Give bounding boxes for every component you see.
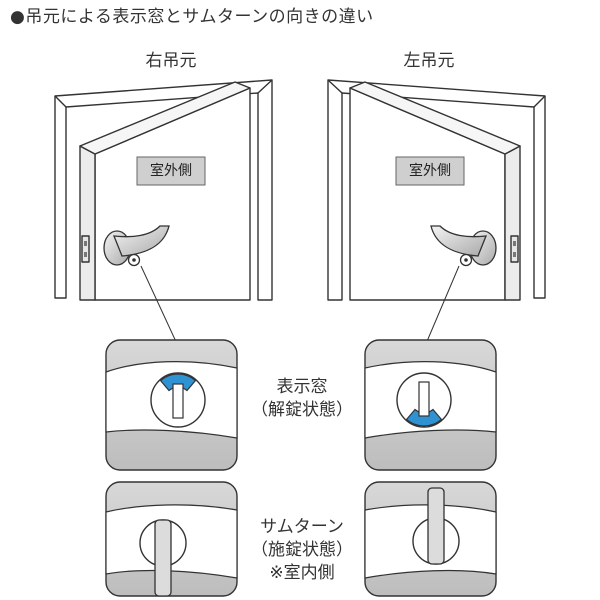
left-thumbturn-tile — [364, 481, 497, 597]
right-indicator-tile — [105, 339, 238, 471]
right-outdoor-plate-label: 室外側 — [150, 163, 192, 179]
left-indicator-tile — [364, 339, 497, 471]
indicator-state: （解錠状態） — [251, 400, 353, 420]
right-thumbturn-tile — [105, 481, 238, 597]
left-outdoor-plate — [395, 156, 465, 186]
thumbturn-row-label: サムターン （施錠状態） ※室内側 — [242, 516, 362, 585]
right-door-handle — [103, 225, 170, 267]
thumbturn-side-note: ※室内側 — [269, 563, 335, 583]
right-outdoor-plate — [136, 156, 206, 186]
left-hinge-door — [327, 79, 546, 301]
left-hinge-label: 左吊元 — [403, 51, 455, 71]
thumbturn-state: （施錠状態） — [251, 540, 353, 560]
right-hinge-door — [54, 79, 273, 301]
thumbturn-title: サムターン — [260, 517, 344, 537]
left-leader-line — [424, 265, 460, 347]
right-hinge-label: 右吊元 — [145, 51, 197, 71]
page-title: ●吊元による表示窓とサムターンの向きの違い — [10, 7, 374, 27]
left-door-handle — [430, 225, 497, 267]
indicator-title: 表示窓 — [276, 377, 328, 397]
right-leader-line — [140, 265, 179, 347]
left-outdoor-plate-label: 室外側 — [409, 163, 451, 179]
indicator-row-label: 表示窓 （解錠状態） — [242, 376, 362, 422]
